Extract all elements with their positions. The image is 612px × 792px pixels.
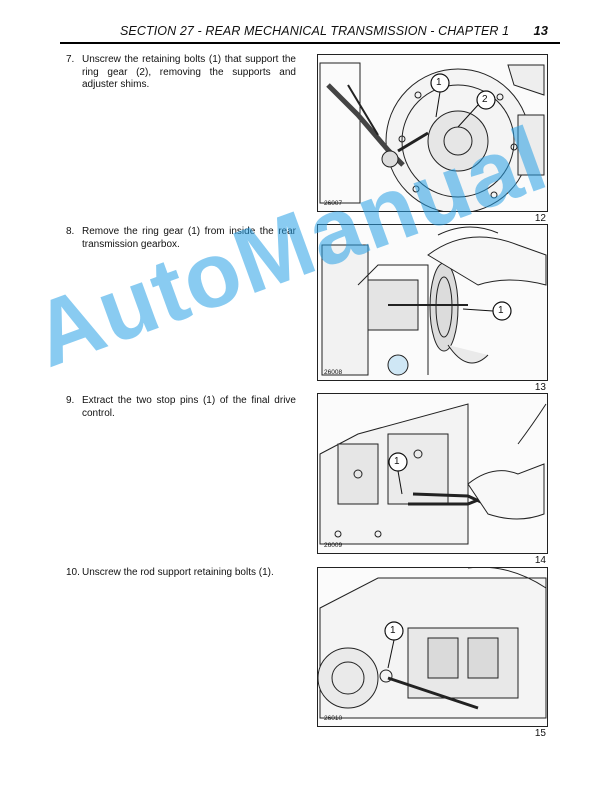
callout-label: 2 (482, 94, 488, 105)
section-title: SECTION 27 - REAR MECHANICAL TRANSMISSIO… (120, 24, 510, 38)
step-number: 9. (66, 395, 75, 406)
callout-1 (384, 621, 404, 669)
callout-1 (462, 301, 512, 321)
figure-14-illustration: 1 26009 (317, 393, 548, 554)
step-number: 8. (66, 226, 75, 237)
callout-2 (457, 90, 496, 128)
figure-number: 14 (534, 555, 546, 566)
figure-number: 12 (534, 213, 546, 224)
ring-gear-bolts-drawing (319, 62, 545, 211)
figure-code: 26010 (324, 715, 343, 722)
callout-label: 1 (390, 625, 396, 636)
ring-gear-removal-drawing (321, 226, 547, 376)
figure-15-illustration: 1 26010 (317, 567, 548, 727)
step-number: 7. (66, 54, 75, 65)
step-text: Extract the two stop pins (1) of the fin… (82, 395, 296, 419)
step-8: 8. Remove the ring gear (1) from inside … (66, 226, 296, 251)
figure-number: 13 (534, 382, 546, 393)
step-text: Unscrew the rod support retaining bolts … (82, 567, 274, 578)
step-number: 10. (66, 567, 80, 578)
figure-code: 26009 (324, 542, 343, 549)
callout-1 (388, 452, 408, 495)
figure-13-illustration: 1 26008 (317, 224, 548, 381)
header-rule (60, 42, 560, 44)
page-header: SECTION 27 - REAR MECHANICAL TRANSMISSIO… (60, 20, 560, 44)
step-text: Unscrew the retaining bolts (1) that sup… (82, 54, 296, 90)
callout-label: 1 (498, 305, 504, 316)
step-7: 7. Unscrew the retaining bolts (1) that … (66, 54, 296, 92)
callout-label: 1 (436, 77, 442, 88)
step-text: Remove the ring gear (1) from inside the… (82, 226, 296, 250)
figure-12-illustration: 1 2 26007 (317, 54, 548, 212)
figure-number: 15 (534, 728, 546, 739)
callout-1 (430, 73, 450, 118)
rod-support-bolts-drawing (318, 568, 547, 719)
step-9: 9. Extract the two stop pins (1) of the … (66, 395, 296, 420)
step-10: 10. Unscrew the rod support retaining bo… (66, 567, 296, 580)
figure-code: 26008 (324, 369, 343, 376)
page-number: 13 (533, 23, 548, 38)
callout-label: 1 (394, 456, 400, 467)
figure-code: 26007 (324, 200, 343, 207)
stop-pins-extraction-drawing (319, 403, 547, 545)
